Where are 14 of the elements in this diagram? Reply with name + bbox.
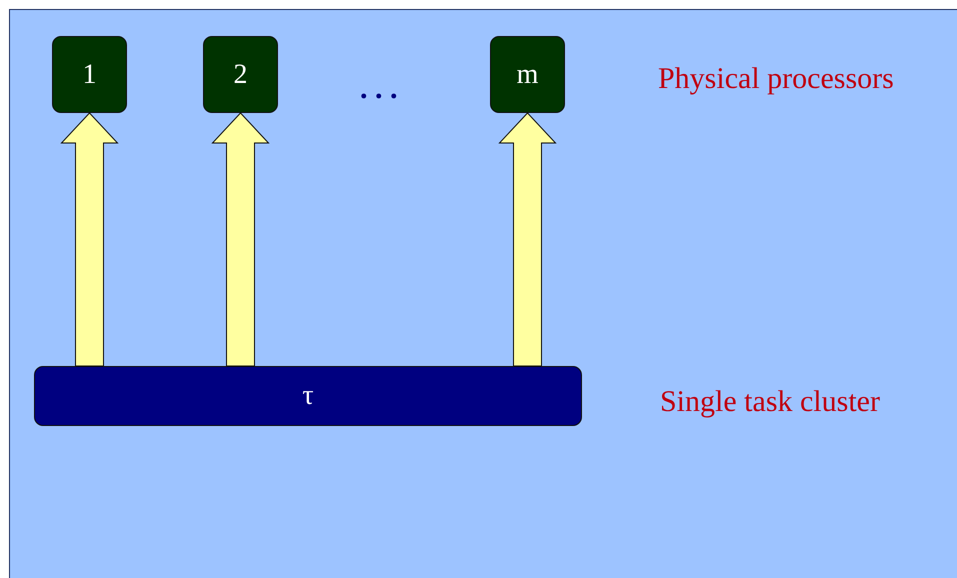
processor-box bbox=[490, 36, 565, 113]
task-cluster-bar bbox=[34, 366, 582, 426]
node-label: m bbox=[516, 58, 538, 90]
node-label: 2 bbox=[234, 58, 248, 90]
block-arrow bbox=[60, 112, 119, 366]
node-label: 1 bbox=[82, 58, 96, 90]
block-arrow bbox=[211, 112, 270, 366]
node-label: τ bbox=[302, 380, 314, 412]
ellipsis-dots: . . . bbox=[360, 72, 398, 106]
processor-box bbox=[52, 36, 127, 113]
row-label: Physical processors bbox=[658, 62, 894, 96]
block-arrow bbox=[498, 112, 557, 366]
row-label: Single task cluster bbox=[660, 385, 880, 419]
processor-box bbox=[203, 36, 278, 113]
